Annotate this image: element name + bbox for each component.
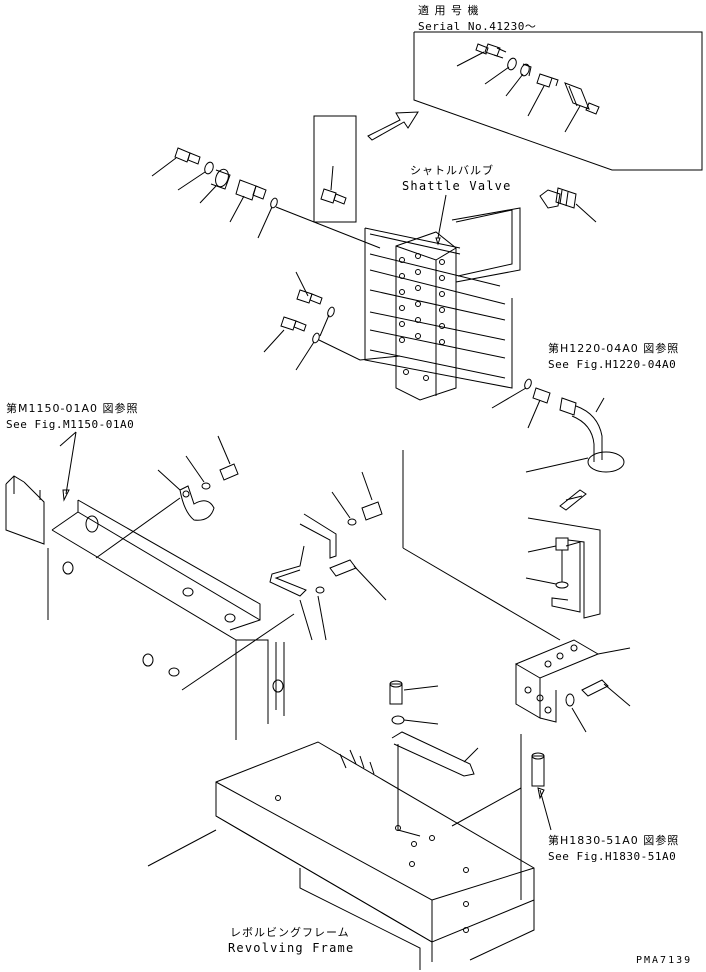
revolving-frame-jp-label: レボルビングフレーム bbox=[230, 926, 350, 939]
detail-frame bbox=[313, 115, 357, 223]
inset-sensor bbox=[564, 82, 600, 133]
ref-h1220-jp-label: 第H1220-04A0 図参照 bbox=[548, 342, 680, 355]
mounting-bracket bbox=[402, 450, 631, 733]
middle-fittings bbox=[269, 471, 387, 641]
drawing-number: PMA7139 bbox=[636, 955, 693, 966]
inset-fitting-1 bbox=[456, 43, 507, 67]
applicable-serial-jp-label: 適 用 号 機 bbox=[418, 4, 480, 17]
vertical-bolt bbox=[520, 734, 552, 900]
hose-assembly bbox=[491, 378, 625, 511]
upper-left-fittings bbox=[151, 147, 381, 249]
ref-h1220-label: See Fig.H1220-04A0 bbox=[548, 358, 677, 371]
inset-fitting-3 bbox=[527, 73, 559, 117]
detail-arrow bbox=[367, 111, 419, 141]
right-bracket bbox=[525, 517, 601, 619]
shuttle-valve-block bbox=[364, 194, 521, 401]
revolving-frame bbox=[147, 741, 535, 970]
ref-m1150-jp-label: 第M1150-01A0 図参照 bbox=[6, 402, 139, 415]
applicable-serial-label: Serial No.41230～ bbox=[418, 20, 537, 33]
pipe-clamp bbox=[157, 435, 239, 521]
inset-oring bbox=[484, 57, 517, 85]
inset-fitting-2 bbox=[505, 63, 532, 97]
bottom-center-parts bbox=[389, 680, 522, 837]
ref-h1830-jp-label: 第H1830-51A0 図参照 bbox=[548, 834, 680, 847]
middle-left-fittings bbox=[263, 271, 401, 371]
shuttle-valve-label: Shattle Valve bbox=[402, 179, 512, 193]
shuttle-valve-jp-label: シャトルバルブ bbox=[410, 164, 494, 177]
ref-h1830-label: See Fig.H1830-51A0 bbox=[548, 850, 677, 863]
serial-inset-box bbox=[413, 31, 703, 171]
valve-ports bbox=[399, 253, 445, 381]
ref-m1150-label: See Fig.M1150-01A0 bbox=[6, 418, 135, 431]
pressure-sensor bbox=[539, 187, 597, 223]
left-panel bbox=[5, 431, 295, 740]
revolving-frame-label: Revolving Frame bbox=[228, 941, 355, 955]
